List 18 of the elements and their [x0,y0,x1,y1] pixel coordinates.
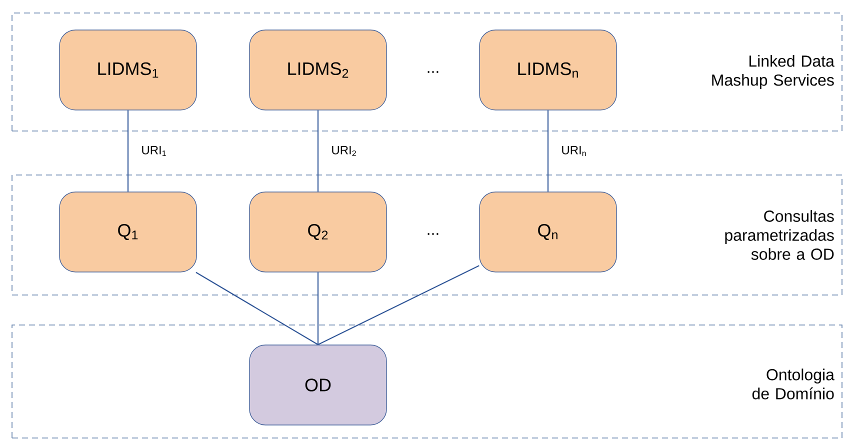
rounded-box: Q$_{1}$ [59,192,197,272]
ellipsis-label: ... [428,233,438,235]
edge-label: URI$_{n}$ [560,144,588,158]
connector-line [317,110,319,192]
rounded-box: LIDMS$_{n}$ [479,30,617,110]
rounded-box: OD [249,344,387,426]
edge-label: URI$_{2}$ [330,144,358,158]
rounded-box: LIDMS$_{1}$ [59,30,197,110]
edge-label: URI$_{1}$ [140,144,168,158]
connector-line [196,272,318,346]
connector-line [318,265,480,346]
connector-line [317,272,319,345]
rounded-box: Q$_{n}$ [479,192,617,272]
rounded-box: Q$_{2}$ [249,192,387,272]
connector-line [547,110,549,192]
rounded-box: LIDMS$_{2}$ [249,30,387,110]
connector-line [127,110,129,192]
ellipsis-label: ... [428,71,438,73]
